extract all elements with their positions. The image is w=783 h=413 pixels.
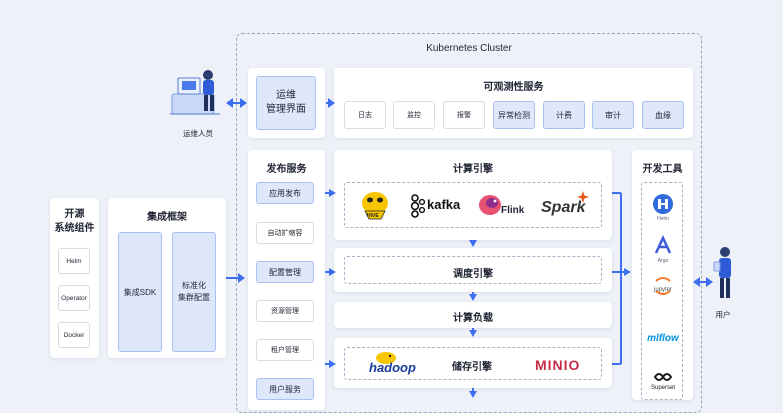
integration-sdk[interactable]: 集成SDK bbox=[118, 232, 162, 352]
user-person-icon bbox=[713, 247, 731, 298]
kafka-logo-icon bbox=[410, 194, 426, 218]
opensource-title: 开源 系统组件 bbox=[50, 208, 99, 236]
std-config-line1: 标准化 bbox=[182, 281, 206, 290]
mlflow-logo-text: mlflow bbox=[647, 333, 679, 344]
minio-logo-text: MINIO bbox=[535, 357, 581, 373]
spark-star-icon bbox=[577, 191, 589, 203]
compute-engine-title: 计算引擎 bbox=[453, 164, 493, 175]
ops-ui-line1: 运维 bbox=[276, 90, 296, 101]
jupyter-logo-text: jupyter bbox=[653, 287, 672, 293]
obs-item-anomaly[interactable]: 异常检测 bbox=[493, 101, 535, 129]
ops-label: 运维人员 bbox=[183, 129, 213, 138]
devtools-list: Helm Argo jupyter mlflow Superset bbox=[641, 182, 683, 400]
publish-item-config[interactable]: 配置管理 bbox=[256, 261, 314, 283]
jupyter-logo-icon bbox=[655, 277, 671, 295]
integration-std-config[interactable]: 标准化 集群配置 bbox=[172, 232, 216, 352]
kafka-logo-text: kafka bbox=[427, 197, 461, 212]
schedule-engine-title: 调度引擎 bbox=[453, 269, 493, 280]
flink-logo-icon bbox=[479, 195, 501, 215]
opensource-docker[interactable]: Docker bbox=[58, 322, 90, 348]
obs-item-audit[interactable]: 审计 bbox=[592, 101, 634, 129]
devtools-title: 开发工具 bbox=[642, 164, 683, 175]
obs-item-monitor[interactable]: 监控 bbox=[393, 101, 435, 129]
obs-item-log[interactable]: 日志 bbox=[344, 101, 386, 129]
publish-item-tenant[interactable]: 租户管理 bbox=[256, 339, 314, 361]
flink-logo-text: Flink bbox=[501, 205, 525, 216]
opensource-title-line1: 开源 bbox=[64, 209, 85, 220]
integration-title: 集成框架 bbox=[147, 212, 187, 223]
publish-item-resource[interactable]: 资源管理 bbox=[256, 300, 314, 322]
spark-logo-text: Spark bbox=[541, 199, 586, 216]
compute-load-card[interactable]: 计算负载 bbox=[334, 302, 612, 328]
hive-logo-icon bbox=[362, 192, 388, 220]
std-config-line2: 集群配置 bbox=[178, 293, 210, 302]
cluster-title: Kubernetes Cluster bbox=[426, 43, 512, 54]
opensource-title-line2: 系统组件 bbox=[54, 223, 95, 234]
helm-logo-icon bbox=[653, 194, 673, 214]
compute-load-title: 计算负载 bbox=[453, 313, 493, 324]
observability-title: 可观测性服务 bbox=[483, 82, 544, 93]
superset-logo-icon bbox=[653, 373, 673, 381]
ops-ui-line2: 管理界面 bbox=[266, 104, 306, 115]
schedule-engine-box[interactable]: 调度引擎 bbox=[344, 256, 602, 284]
publish-title: 发布服务 bbox=[266, 164, 307, 175]
hadoop-elephant-icon bbox=[376, 352, 396, 364]
obs-item-alert[interactable]: 报警 bbox=[443, 101, 485, 129]
argo-logo-icon bbox=[654, 235, 672, 254]
user-label: 用户 bbox=[715, 310, 731, 319]
obs-item-billing[interactable]: 计费 bbox=[543, 101, 585, 129]
storage-engine-row: hadoop 储存引擎 MINIO bbox=[344, 347, 602, 380]
superset-logo-text: Superset bbox=[650, 385, 675, 391]
hive-logo-text: HIVE bbox=[367, 213, 379, 219]
devtools-helm-label: Helm bbox=[657, 216, 669, 222]
publish-item-autoscale[interactable]: 自动扩缩容 bbox=[256, 222, 314, 244]
opensource-helm[interactable]: Helm bbox=[58, 248, 90, 274]
obs-item-lineage[interactable]: 血缘 bbox=[642, 101, 684, 129]
devtools-argo-label: Argo bbox=[657, 258, 669, 264]
compute-engine-logos: HIVE kafka Flink Spark bbox=[344, 182, 602, 228]
ops-person-icon bbox=[170, 70, 220, 115]
hadoop-logo-text: hadoop bbox=[369, 360, 416, 375]
opensource-operator[interactable]: Operator bbox=[58, 285, 90, 311]
storage-engine-title: 储存引擎 bbox=[452, 362, 492, 373]
publish-item-app-release[interactable]: 应用发布 bbox=[256, 182, 314, 204]
ops-management-ui[interactable]: 运维 管理界面 bbox=[256, 76, 316, 130]
connector-arrows bbox=[226, 98, 713, 398]
